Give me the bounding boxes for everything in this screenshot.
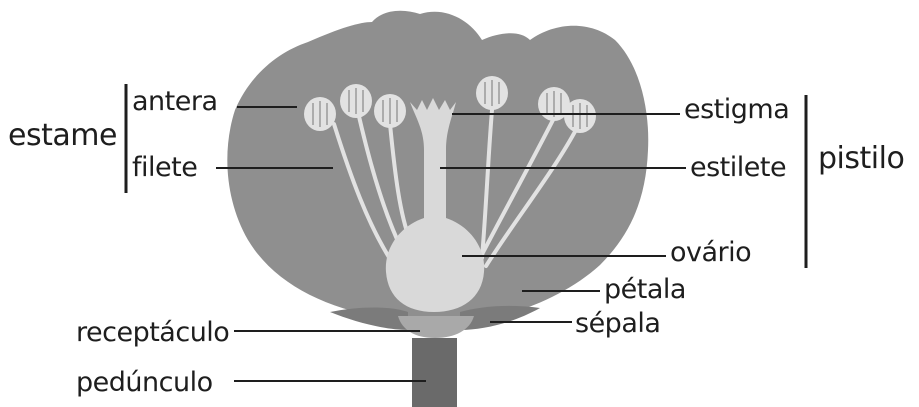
anther-4 xyxy=(476,76,508,110)
filete-label: filete xyxy=(132,152,197,183)
estilete-label: estilete xyxy=(690,152,786,183)
estigma-label: estigma xyxy=(684,94,789,125)
anther-6 xyxy=(564,99,596,133)
sepal-left-shape xyxy=(330,308,408,331)
antera-label: antera xyxy=(132,86,218,117)
pedunculo-label: pedúnculo xyxy=(76,367,213,398)
petala-label: pétala xyxy=(604,274,686,305)
anther-1 xyxy=(304,97,336,131)
pistilo-label: pistilo xyxy=(818,141,904,176)
receptaculo-label: receptáculo xyxy=(76,317,229,348)
estame-label: estame xyxy=(8,118,117,153)
receptacle-shape xyxy=(398,316,474,338)
anther-2 xyxy=(340,84,372,118)
ovario-label: ovário xyxy=(670,237,751,268)
sepala-label: sépala xyxy=(575,308,660,339)
peduncle-shape xyxy=(412,338,457,407)
anther-3 xyxy=(374,94,406,128)
